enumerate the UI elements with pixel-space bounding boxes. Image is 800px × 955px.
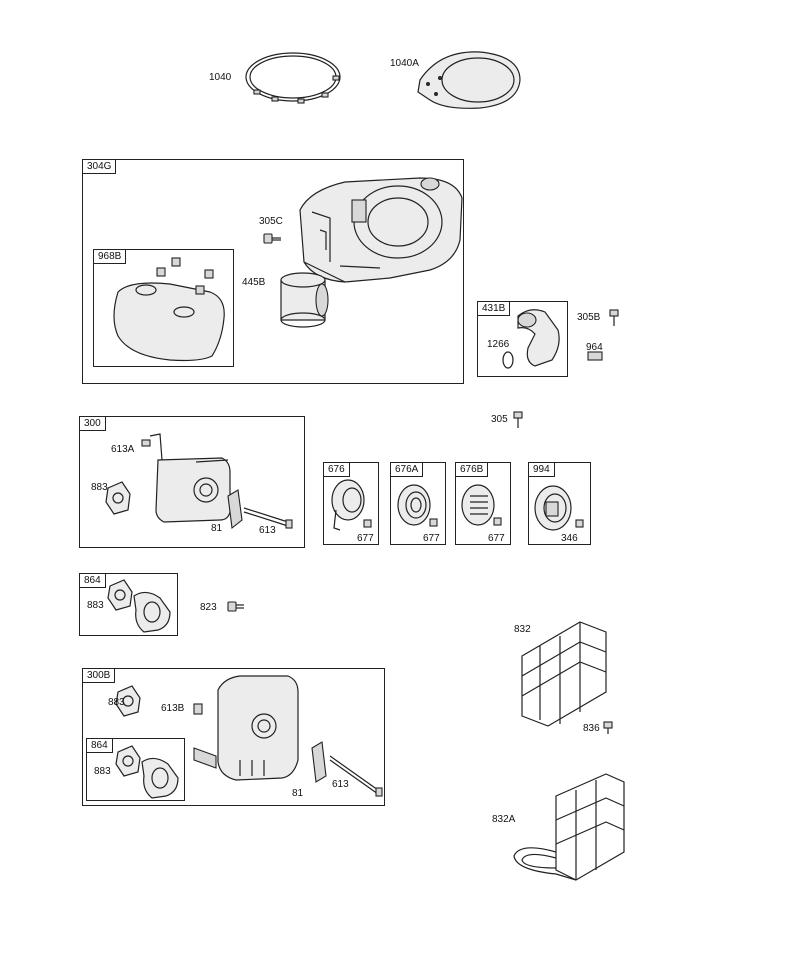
group-box-676B: 676B xyxy=(455,462,511,545)
muffler-guard-832A-drawing xyxy=(513,773,625,881)
group-box-968B: 968B xyxy=(93,249,234,367)
shroud-plate-1040A-drawing xyxy=(417,51,521,109)
flange-864-bottom-drawing xyxy=(115,745,179,799)
label-346: 346 xyxy=(561,533,578,544)
group-tag-676B: 676B xyxy=(455,462,489,477)
air-filter-445B-drawing xyxy=(280,272,329,328)
group-tag-300: 300 xyxy=(79,416,106,431)
label-823: 823 xyxy=(200,602,217,613)
label-883-c: 883 xyxy=(108,697,125,708)
group-tag-676: 676 xyxy=(323,462,350,477)
label-964: 964 xyxy=(586,342,603,353)
spark-arrestor-676A-drawing xyxy=(397,484,438,527)
label-1040A: 1040A xyxy=(390,58,419,69)
label-305B: 305B xyxy=(577,312,601,323)
group-box-300: 300 xyxy=(79,416,305,548)
group-box-676: 676 xyxy=(323,462,379,545)
label-613-b: 613 xyxy=(332,779,349,790)
spark-arrestor-676-drawing xyxy=(331,479,372,531)
label-445B: 445B xyxy=(242,277,266,288)
screw-836-drawing xyxy=(603,721,613,734)
label-613B: 613B xyxy=(161,703,185,714)
part-964-drawing xyxy=(587,351,603,361)
label-1266: 1266 xyxy=(487,339,510,350)
group-box-994: 994 xyxy=(528,462,591,545)
label-1040: 1040 xyxy=(209,72,232,83)
group-tag-864-top: 864 xyxy=(79,573,106,588)
muffler-300-drawing xyxy=(105,433,293,530)
label-613-a: 613 xyxy=(259,525,276,536)
label-677-c: 677 xyxy=(488,533,505,544)
group-tag-304G: 304G xyxy=(82,159,117,174)
group-box-864-top: 864 xyxy=(79,573,178,636)
label-677-b: 677 xyxy=(423,533,440,544)
group-tag-864-bottom: 864 xyxy=(86,738,113,753)
label-81-b: 81 xyxy=(292,788,304,799)
label-883-a: 883 xyxy=(91,482,108,493)
group-tag-431B: 431B xyxy=(477,301,511,316)
gasket-ring-1040-drawing xyxy=(245,52,341,104)
group-tag-300B: 300B xyxy=(82,668,116,683)
group-box-300B: 300B xyxy=(82,668,385,806)
group-box-864-bottom: 864 xyxy=(86,738,185,801)
label-677-a: 677 xyxy=(357,533,374,544)
group-tag-968B: 968B xyxy=(93,249,127,264)
spark-arrestor-676B-drawing xyxy=(461,484,502,526)
group-tag-676A: 676A xyxy=(390,462,424,477)
group-box-676A: 676A xyxy=(390,462,446,545)
screw-823-drawing xyxy=(227,601,244,612)
label-832: 832 xyxy=(514,624,531,635)
label-81-a: 81 xyxy=(211,523,223,534)
label-832A: 832A xyxy=(492,814,516,825)
screw-305-drawing xyxy=(513,411,523,428)
label-305C: 305C xyxy=(259,216,283,227)
group-tag-994: 994 xyxy=(528,462,555,477)
group-box-431B: 431B xyxy=(477,301,568,377)
label-305: 305 xyxy=(491,414,508,425)
label-836: 836 xyxy=(583,723,600,734)
air-cleaner-cover-968B-drawing xyxy=(113,257,225,362)
label-883-d: 883 xyxy=(94,766,111,777)
blower-housing-drawing xyxy=(299,177,463,283)
screw-305B-drawing xyxy=(609,309,619,326)
label-613A: 613A xyxy=(111,444,135,455)
muffler-300B-drawing xyxy=(115,675,383,797)
label-883-b: 883 xyxy=(87,600,104,611)
screw-305C-drawing xyxy=(263,233,281,244)
muffler-guard-832-drawing xyxy=(521,621,607,727)
group-box-304G: 304G xyxy=(82,159,464,384)
elbow-431B-drawing xyxy=(502,309,560,369)
flange-864-top-drawing xyxy=(107,579,171,633)
spark-arrestor-994-drawing xyxy=(534,485,584,531)
